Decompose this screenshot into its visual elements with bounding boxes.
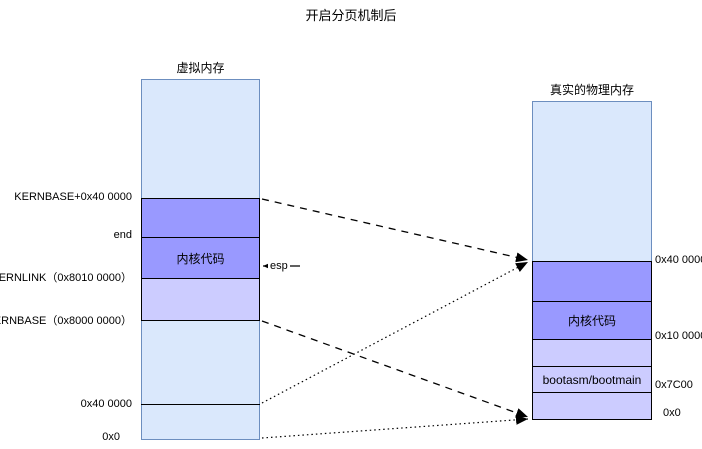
pm-kernel-code-label: 内核代码: [567, 314, 616, 328]
pm-label-0x0: 0x0: [663, 407, 681, 419]
vm-line-0x400000: [141, 404, 260, 405]
vm-label-kernbase-plus-0x400000: KERNBASE+0x40 0000: [14, 191, 132, 203]
pm-boot-region: bootasm/bootmain: [532, 366, 652, 393]
vm-label-kernbase: KERNBASE（0x8000 0000）: [0, 315, 132, 327]
vm-label-kernlink: KERNLINK（0x8010 0000）: [0, 272, 132, 284]
virtual-memory-title: 虚拟内存: [176, 61, 225, 75]
vm-label-0x400000: 0x40 0000: [80, 398, 132, 410]
pm-kernel-code-region: 内核代码: [532, 301, 652, 340]
pm-label-0x400000: 0x40 0000: [655, 254, 702, 266]
vm-label-end: end: [113, 229, 132, 241]
physical-memory-title: 真实的物理内存: [549, 83, 634, 97]
diagram-title: 开启分页机制后: [305, 8, 397, 23]
pm-label-0x100000: 0x10 0000: [655, 330, 702, 342]
pm-region-above-kernel: [532, 261, 652, 302]
vm-region-end-to-top: [141, 198, 260, 238]
vm-region-kernbase-to-kernlink: [141, 278, 260, 321]
dashed-arrow-kernbase-high-to-phys-0x400000: [261, 198, 529, 263]
pm-region-boot-to-kernel: [532, 339, 652, 367]
vm-kernel-code-region: 内核代码: [141, 237, 260, 279]
pm-boot-label: bootasm/bootmain: [542, 372, 642, 387]
dotted-arrow-0x400000-to-phys-0x400000: [261, 261, 529, 404]
vm-label-0x0: 0x0: [102, 431, 120, 443]
dotted-arrow-0x0-to-phys-0x0: [261, 414, 529, 439]
pm-label-0x7c00: 0x7C00: [655, 379, 693, 391]
vm-kernel-code-label: 内核代码: [176, 251, 225, 266]
pm-region-low: [532, 392, 652, 420]
dashed-arrow-kernbase-to-phys-0x0: [261, 320, 529, 418]
esp-pointer-label: esp: [268, 260, 290, 272]
